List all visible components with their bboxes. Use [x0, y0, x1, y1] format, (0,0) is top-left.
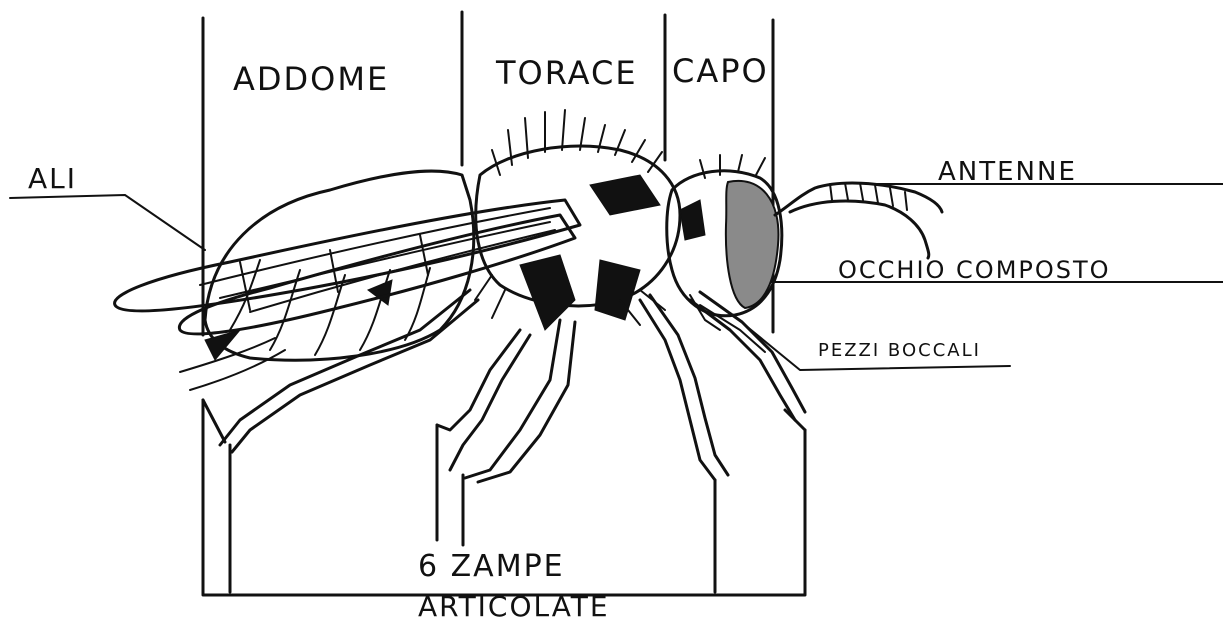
fly-illustration: [115, 110, 942, 482]
label-zampe-line1: 6 ZAMPE: [418, 549, 565, 584]
label-occhio-composto: OCCHIO COMPOSTO: [838, 256, 1111, 284]
legs-shape: [220, 290, 805, 482]
antennae-shape: [775, 183, 942, 258]
head-shape: [667, 155, 782, 352]
wing-shapes: [115, 200, 580, 334]
abdomen-shape: [180, 171, 474, 390]
label-antenne: ANTENNE: [938, 157, 1077, 187]
label-pezzi-boccali: PEZZI BOCCALI: [818, 340, 981, 361]
ali-leader-line: [10, 195, 205, 250]
label-capo: CAPO: [672, 52, 769, 90]
label-addome: ADDOME: [233, 60, 389, 98]
label-torace: TORACE: [495, 54, 638, 92]
label-ali: ALI: [28, 162, 77, 195]
